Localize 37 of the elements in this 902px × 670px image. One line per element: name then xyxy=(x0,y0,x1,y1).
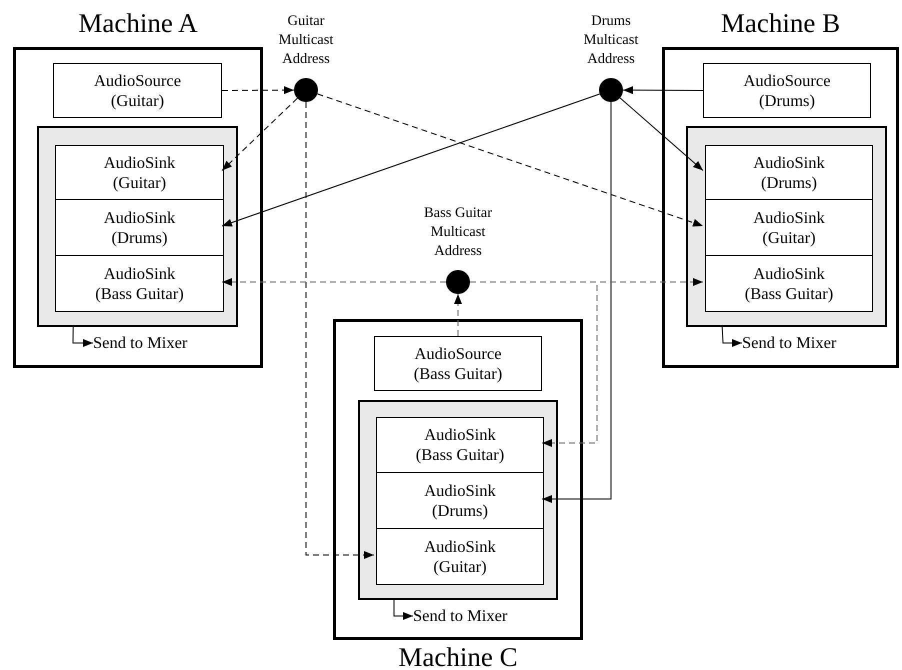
component-box: AudioSink (Bass Guitar) xyxy=(376,417,544,473)
component-box: AudioSink (Drums) xyxy=(705,145,873,200)
component-box: AudioSink (Drums) xyxy=(376,473,544,529)
arrow xyxy=(454,294,462,336)
sink-group-panel xyxy=(686,126,887,327)
arrow xyxy=(306,102,374,559)
address-label: Bass Guitar Multicast Address xyxy=(422,204,494,261)
component-box: AudioSink (Guitar) xyxy=(705,200,873,256)
output-label: Send to Mixer xyxy=(742,333,862,353)
address-label: Drums Multicast Address xyxy=(582,12,640,69)
component-box: AudioSource (Bass Guitar) xyxy=(374,336,542,391)
address-label: Guitar Multicast Address xyxy=(278,12,334,69)
component-box: AudioSink (Bass Guitar) xyxy=(55,256,224,312)
output-label: Send to Mixer xyxy=(413,606,533,626)
arrow xyxy=(722,326,742,347)
arrow xyxy=(222,86,294,94)
sink-group-panel xyxy=(358,400,558,600)
arrow xyxy=(394,600,414,620)
output-label: Send to Mixer xyxy=(93,333,213,353)
arrow xyxy=(620,97,704,171)
sink-group-panel xyxy=(37,126,238,327)
arrow xyxy=(622,86,704,94)
arrow xyxy=(542,102,612,503)
component-box: AudioSink (Guitar) xyxy=(55,145,224,200)
machine-title: Machine B xyxy=(720,7,842,40)
machine-title: Machine A xyxy=(77,7,199,40)
arrow xyxy=(222,278,446,286)
component-box: AudioSink (Bass Guitar) xyxy=(705,256,873,312)
component-box: AudioSink (Drums) xyxy=(55,200,224,256)
component-box: AudioSource (Guitar) xyxy=(53,63,222,118)
arrow xyxy=(222,94,600,226)
arrow xyxy=(72,326,94,347)
arrow xyxy=(222,98,298,171)
component-box: AudioSource (Drums) xyxy=(703,63,871,118)
machine-title: Machine C xyxy=(397,641,519,670)
component-box: AudioSink (Guitar) xyxy=(376,529,544,585)
arrow xyxy=(316,93,704,227)
